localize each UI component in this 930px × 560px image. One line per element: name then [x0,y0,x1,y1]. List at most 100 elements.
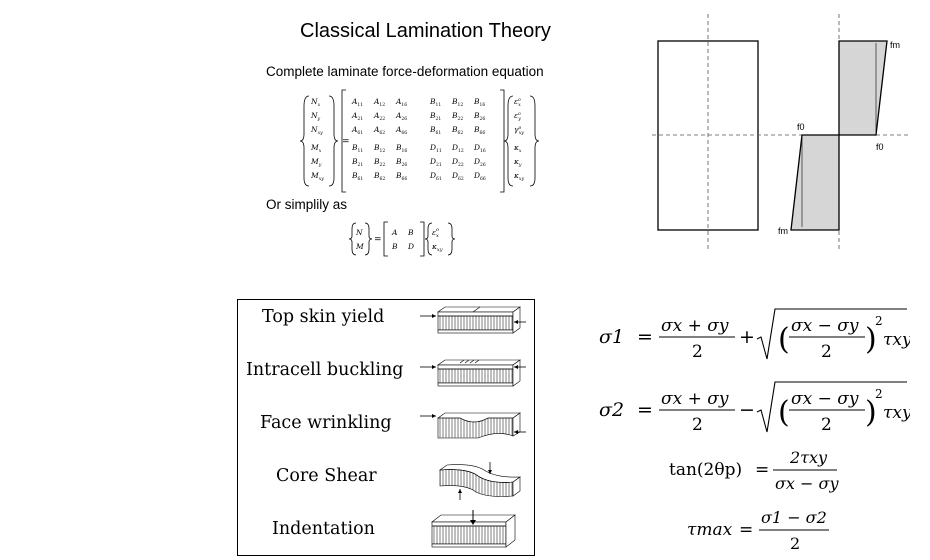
label-f0-lower: f0 [876,142,884,152]
or-simply-text: Or simplily as [266,197,348,212]
failure-mode-label: Intracell buckling [246,360,404,380]
laminate-cross-section [657,40,759,231]
sigma2-equation: σ2 = σx + σy 2 − ( σx − σy 2 ) 2 τxy [599,381,910,435]
equals-sign: = [374,235,382,245]
tau-max-equation: τmax = σ1 − σ2 2 [687,508,829,553]
matrix-cell: A11 [351,97,363,108]
matrix-cell: B62 [451,125,463,136]
sigma2-sq-numerator: σx − σy [791,389,859,409]
tan-lhs: tan(2θp) [669,460,742,480]
subtitle: Complete laminate force-deformation equa… [266,64,544,79]
matrix-cell: D62 [451,171,464,182]
force-vector-entry: Ny [310,111,321,122]
face-wrinkling-icon [420,412,526,439]
svg-text:2: 2 [875,314,883,328]
strain-vector-entry: κy [513,157,522,168]
cell-a: A [391,228,398,237]
matrix-cell: A62 [373,125,385,136]
failure-modes-panel: Top skin yield Intracell buckling Face w… [237,299,535,556]
matrix-cell: B62 [373,171,385,182]
sigma2-lhs: σ2 [599,399,624,421]
lower-stress-block [790,134,840,231]
matrix-cell: D66 [473,171,486,182]
matrix-cell: A22 [373,111,385,122]
sigma1-tau: τxy [883,330,910,350]
force-vector-entry: Nxy [310,125,323,136]
svg-text:2: 2 [821,342,832,362]
failure-mode-label: Top skin yield [262,307,385,327]
matrix-cell: A61 [351,125,363,136]
taumax-lhs: τmax [687,520,733,540]
matrix-cell: D22 [451,157,464,168]
label-f0-upper: f0 [797,122,805,132]
matrix-cell: D21 [429,157,442,168]
matrix-cell: B12 [373,143,385,154]
svg-text:=: = [755,460,769,480]
strain-vector-entry: κx [513,143,522,154]
stress-distribution-diagram: fm f0 f0 fm [652,14,908,250]
svg-text:): ) [865,322,877,357]
sigma1-sq-numerator: σx − σy [791,316,859,336]
svg-text:=: = [637,326,653,348]
matrix-cell: B66 [395,171,407,182]
matrix-cell: B11 [351,143,363,154]
failure-mode-label: Face wrinkling [260,413,392,433]
sigma1-operator: + [739,326,755,348]
cell-b: B [407,228,414,237]
taumax-numerator: σ1 − σ2 [761,508,827,527]
matrix-cell: B26 [395,157,407,168]
sigma2-operator: − [739,399,755,421]
svg-text:(: ( [778,395,790,430]
sigma1-lhs: σ1 [599,326,624,348]
svg-text:2: 2 [875,387,883,401]
matrix-cell: A26 [395,111,407,122]
sigma1-numerator: σx + σy [661,316,729,336]
label-fm-bottom: fm [778,226,788,236]
matrix-cell: B21 [351,157,363,168]
matrix-cell: B21 [429,111,441,122]
indentation-icon [431,510,516,548]
lhs-n: N [355,228,363,237]
matrix-cell: D12 [451,143,464,154]
matrix-cell: B12 [451,97,463,108]
force-vector-entry: My [310,157,322,168]
matrix-cell: A16 [395,97,407,108]
matrix-cell: A12 [373,97,385,108]
core-shear-icon [438,462,521,500]
matrix-cell: B61 [429,125,441,136]
svg-text:=: = [637,399,653,421]
matrix-cell: D26 [473,157,486,168]
taumax-denominator: 2 [790,534,800,553]
matrix-cell: B26 [473,111,485,122]
sigma2-tau: τxy [883,403,910,423]
cell-d: D [407,242,414,251]
matrix-cell: B22 [451,111,463,122]
matrix-cell: B66 [473,125,485,136]
failure-mode-label: Indentation [272,519,375,539]
label-fm-top: fm [890,40,900,50]
intracell-buckling-icon [420,359,526,387]
force-vector-entry: Nx [310,97,321,108]
svg-text:): ) [865,395,877,430]
lhs-m: M [355,242,364,251]
matrix-cell: B61 [351,171,363,182]
matrix-cell: A66 [395,125,407,136]
sigma2-denominator: 2 [692,415,703,435]
svg-text:(: ( [778,322,790,357]
matrix-cell: B16 [395,143,407,154]
sigma1-denominator: 2 [692,342,703,362]
failure-mode-label: Core Shear [276,466,377,486]
force-vector-entry: Mxy [310,171,324,182]
principal-angle-equation: tan(2θp) = 2τxy σx − σy [669,448,839,493]
rhs-kappa: κxy [431,242,443,253]
force-vector-entry: Mx [310,143,322,154]
svg-text:2: 2 [821,415,832,435]
matrix-cell: B16 [473,97,485,108]
